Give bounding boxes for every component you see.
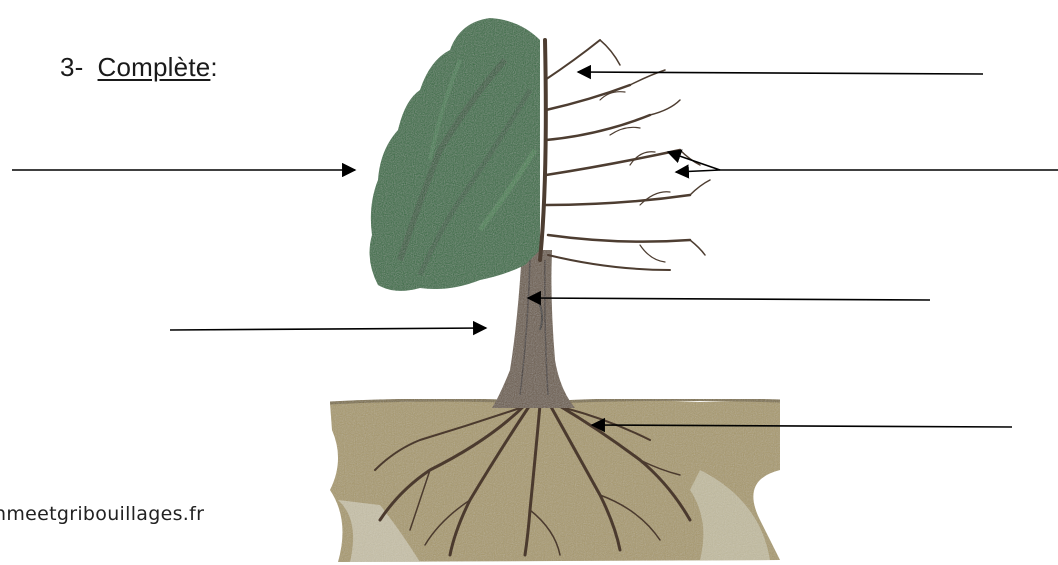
- trunk-illustration: [492, 250, 575, 408]
- watermark-text: nmeetgribouillages.fr: [0, 503, 204, 525]
- arrow-trunk: [170, 328, 486, 330]
- arrow-trunk-scar: [528, 298, 930, 300]
- arrow-fine-twigs-a: [668, 152, 720, 170]
- soil-ground: [330, 399, 780, 562]
- foliage-illustration: [370, 18, 540, 291]
- arrow-bare-branches: [578, 72, 983, 74]
- arrow-fine-twigs-b: [676, 170, 720, 172]
- branches-illustration: [540, 40, 710, 270]
